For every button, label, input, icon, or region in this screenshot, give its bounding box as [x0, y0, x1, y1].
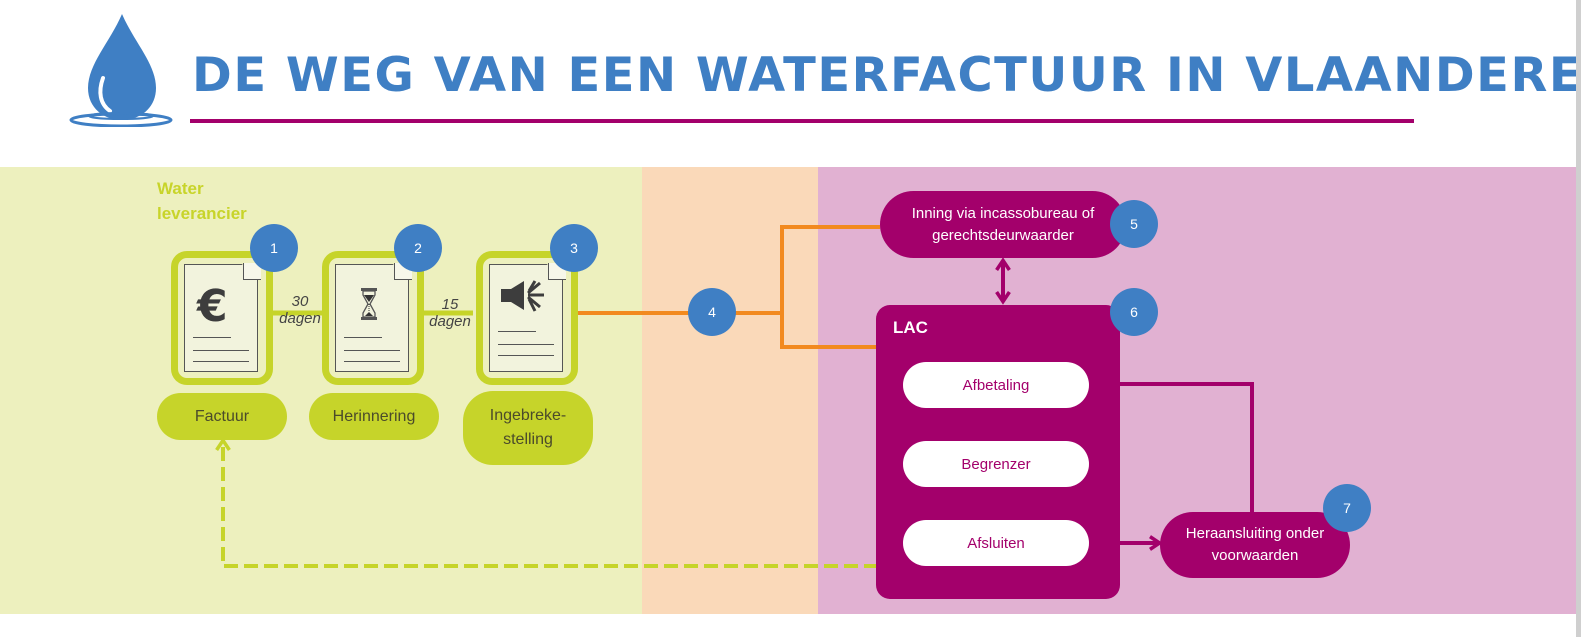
reconnection-pill[interactable]: Heraansluiting onder voorwaarden	[1160, 512, 1350, 578]
lac-step-begrenzer[interactable]: Begrenzer	[903, 441, 1089, 487]
lac-step-label: Afbetaling	[962, 376, 1030, 394]
gap-unit: dagen	[429, 313, 471, 330]
hourglass-icon	[361, 288, 377, 320]
reconnection-line1: Heraansluiting onder	[1185, 525, 1325, 542]
collection-line1: Inning via incassobureau of	[911, 204, 1095, 222]
step-badge-5: 5	[1110, 200, 1158, 248]
step-card-factuur[interactable]: €	[171, 251, 273, 385]
lac-step-label: Afsluiten	[967, 534, 1025, 552]
document-icon	[335, 264, 409, 372]
gap-label-1: 30 dagen	[275, 293, 325, 327]
transfer-zone	[642, 167, 818, 614]
step-badge-1: 1	[250, 224, 298, 272]
supplier-label-line2: leverancier	[157, 204, 247, 223]
gap-unit: dagen	[279, 310, 321, 327]
water-drop-icon	[69, 14, 173, 127]
step-badge-2: 2	[394, 224, 442, 272]
gap-days: 15	[441, 296, 459, 313]
pill-label: Factuur	[194, 407, 250, 425]
pill-factuur[interactable]: Factuur	[157, 393, 287, 440]
collection-line2: gerechtsdeurwaarder	[932, 226, 1074, 244]
supplier-zone	[0, 167, 642, 614]
orange-branch	[780, 225, 880, 349]
gap-label-2: 15 dagen	[425, 296, 475, 330]
lac-label: LAC	[893, 318, 928, 337]
pill-label: Herinnering	[332, 407, 416, 425]
page-title: DE WEG VAN EEN WATERFACTUUR IN VLAANDERE…	[192, 48, 1581, 103]
lac-step-afbetaling[interactable]: Afbetaling	[903, 362, 1089, 408]
supplier-label: Water leverancier	[157, 176, 247, 226]
step-card-herinnering[interactable]	[322, 251, 424, 385]
arrow-reconnect-afbetaling	[1093, 376, 1254, 512]
step-card-ingebrekestelling[interactable]	[476, 251, 578, 385]
gap-days: 30	[291, 293, 309, 310]
euro-icon: €	[197, 281, 228, 332]
supplier-label-line1: Water	[157, 179, 204, 198]
step-badge-6: 6	[1110, 288, 1158, 336]
lac-step-label: Begrenzer	[961, 455, 1031, 473]
reconnection-line2: voorwaarden	[1211, 547, 1299, 564]
step-badge-3: 3	[550, 224, 598, 272]
pill-label-line1: Ingebreke-	[489, 407, 567, 424]
document-icon	[489, 264, 563, 372]
pill-ingebrekestelling[interactable]: Ingebreke- stelling	[463, 391, 593, 465]
pill-herinnering[interactable]: Herinnering	[309, 393, 439, 440]
step-badge-7: 7	[1323, 484, 1371, 532]
page-fold	[243, 263, 261, 280]
scrollbar[interactable]	[1576, 0, 1581, 637]
pill-label-line2: stelling	[503, 431, 553, 448]
megaphone-icon	[501, 280, 544, 312]
step-badge-4: 4	[688, 288, 736, 336]
title-underline	[190, 119, 1414, 123]
document-icon: €	[184, 264, 258, 372]
lac-step-afsluiten[interactable]: Afsluiten	[903, 520, 1089, 566]
collection-agency-pill[interactable]: Inning via incassobureau of gerechtsdeur…	[880, 191, 1126, 258]
